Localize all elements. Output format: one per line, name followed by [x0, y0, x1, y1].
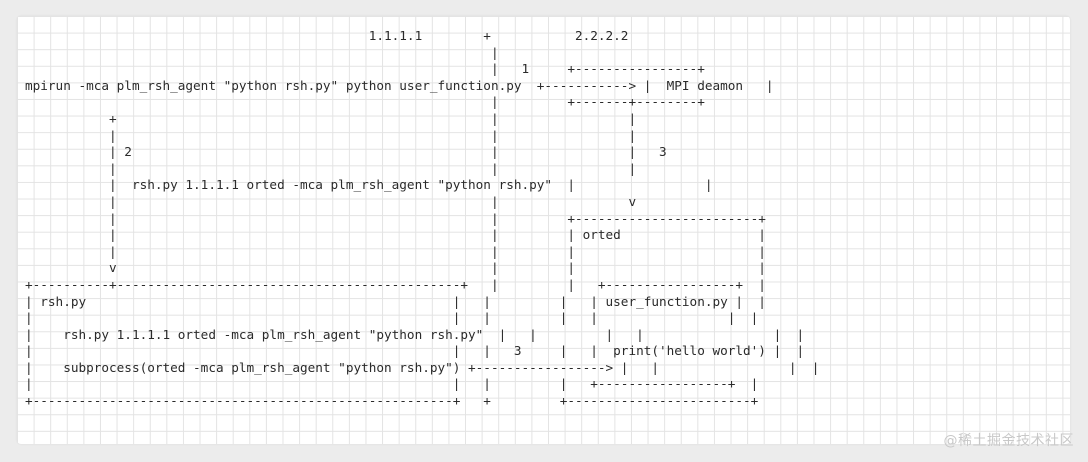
diagram-line: 1.1.1.1 + 2.2.2.2 [25, 28, 629, 43]
diagram-line: | rsh.py 1.1.1.1 orted -mca plm_rsh_agen… [25, 326, 805, 342]
diagram-line: | | | | | | | [25, 310, 759, 326]
diagram-line: +---------------------------------------… [25, 393, 759, 409]
diagram-line: | | | | [25, 243, 766, 259]
ascii-diagram: 1.1.1.1 + 2.2.2.2 | | 1 +---------------… [17, 16, 1070, 444]
diagram-line: mpirun -mca plm_rsh_agent "python rsh.py… [25, 77, 774, 93]
diagram-line: | rsh.py 1.1.1.1 orted -mca plm_rsh_agen… [25, 177, 713, 193]
diagram-line: | | +------------------------+ [25, 210, 766, 226]
diagram-line: v | | | [25, 260, 766, 276]
diagram-line: | [25, 44, 499, 60]
diagram-line: | | | [25, 160, 637, 176]
diagram-text: 1.1.1.1 + 2.2.2.2 | | 1 +---------------… [25, 28, 819, 410]
diagram-canvas: 1.1.1.1 + 2.2.2.2 | | 1 +---------------… [17, 16, 1070, 444]
diagram-line: +----------+----------------------------… [25, 276, 766, 292]
diagram-line: + | | [25, 110, 637, 126]
diagram-line: | | v [25, 193, 637, 209]
diagram-line: | | | orted | [25, 227, 766, 243]
diagram-line: | | | | +-----------------+ | [25, 376, 759, 392]
watermark: @稀土掘金技术社区 [943, 433, 1074, 449]
diagram-line: | | | 3 | | print('hello world') | | [25, 343, 805, 359]
diagram-line: | +-------+--------+ [25, 94, 705, 110]
diagram-line: | subprocess(orted -mca plm_rsh_agent "p… [25, 359, 820, 375]
diagram-line: | | | [25, 127, 637, 143]
diagram-line: | 2 | | 3 [25, 144, 667, 160]
diagram-line: | 1 +----------------+ [25, 61, 705, 77]
diagram-line: | rsh.py | | | | user_function.py | | [25, 293, 766, 309]
